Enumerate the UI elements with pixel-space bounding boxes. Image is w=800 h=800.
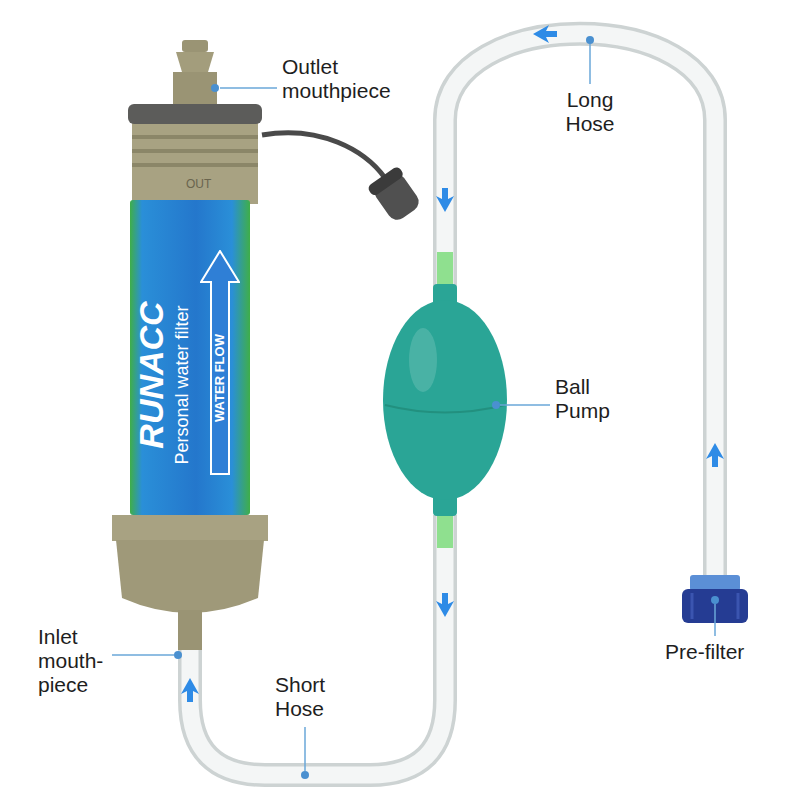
brand-name: RUNACC — [132, 301, 171, 448]
flow-arrow-icon — [436, 188, 454, 212]
leader-line — [500, 404, 550, 406]
leader-line — [220, 87, 277, 89]
inlet-nozzle — [178, 610, 202, 650]
hose-wall — [445, 34, 715, 580]
arrow-shape — [533, 25, 557, 43]
leader-dots — [174, 36, 719, 779]
flow-arrows — [181, 25, 724, 702]
pump-seam — [385, 405, 505, 413]
pump-bulb — [383, 300, 507, 500]
hose-core — [445, 34, 715, 580]
leader-dot — [492, 401, 500, 409]
arrow-shape — [436, 188, 454, 212]
arrow-shape — [706, 443, 724, 467]
leader-lines — [112, 44, 715, 771]
top-cap — [128, 104, 262, 204]
flow-arrow-icon — [436, 593, 454, 617]
product-name: Personal water filter — [172, 305, 193, 464]
leader-dot — [586, 36, 594, 44]
pre-filter-ridge — [737, 593, 740, 619]
flow-arrow: WATER FLOW — [200, 250, 240, 475]
leader-dot — [711, 596, 719, 604]
flow-arrow-icon — [533, 25, 557, 43]
part-label: Outlet mouthpiece — [282, 55, 407, 103]
leader-line — [304, 727, 306, 771]
part-label: Inlet mouth- piece — [38, 625, 110, 697]
dust-plug — [367, 165, 425, 224]
cap-disc — [128, 104, 262, 124]
pre-filter-ridge — [691, 593, 694, 619]
part-label: Short Hose — [275, 673, 355, 721]
cap-band — [112, 515, 268, 541]
cap-collar — [132, 122, 258, 204]
cap-groove — [132, 149, 258, 153]
leader-line — [112, 654, 174, 656]
leader-line — [714, 604, 716, 636]
ball-pump — [383, 252, 507, 548]
leader-dot — [301, 771, 309, 779]
pump-highlight — [409, 328, 437, 392]
arrow-shape — [181, 678, 199, 702]
bottom-cap — [112, 515, 268, 650]
cap-body — [116, 540, 264, 613]
arrow-shape — [201, 251, 239, 474]
nozzle-tip — [182, 40, 208, 52]
part-label: Ball Pump — [555, 375, 635, 423]
nozzle-barb — [176, 52, 214, 72]
pre-filter-top — [690, 575, 740, 591]
nozzle-base — [173, 72, 217, 108]
plug-rim — [367, 165, 405, 197]
part-label: Pre-filter — [665, 640, 744, 664]
arrow-shape — [436, 593, 454, 617]
leader-dot — [174, 651, 182, 659]
part-label: Long Hose — [550, 88, 630, 136]
strap-cord — [262, 133, 385, 178]
embossed-text: OUT — [186, 178, 211, 192]
flow-arrow-icon — [706, 443, 724, 467]
flow-text: WATER FLOW — [213, 334, 228, 422]
cap-groove — [132, 135, 258, 139]
cap-groove — [132, 163, 258, 167]
outlet-mouthpiece — [173, 40, 217, 108]
flow-arrow-icon — [181, 678, 199, 702]
filter-body: RUNACCPersonal water filter WATER FLOW — [130, 200, 250, 515]
long-hose — [445, 34, 715, 580]
leader-line — [589, 44, 591, 84]
cap-strap — [262, 133, 424, 225]
leader-dot — [211, 84, 219, 92]
